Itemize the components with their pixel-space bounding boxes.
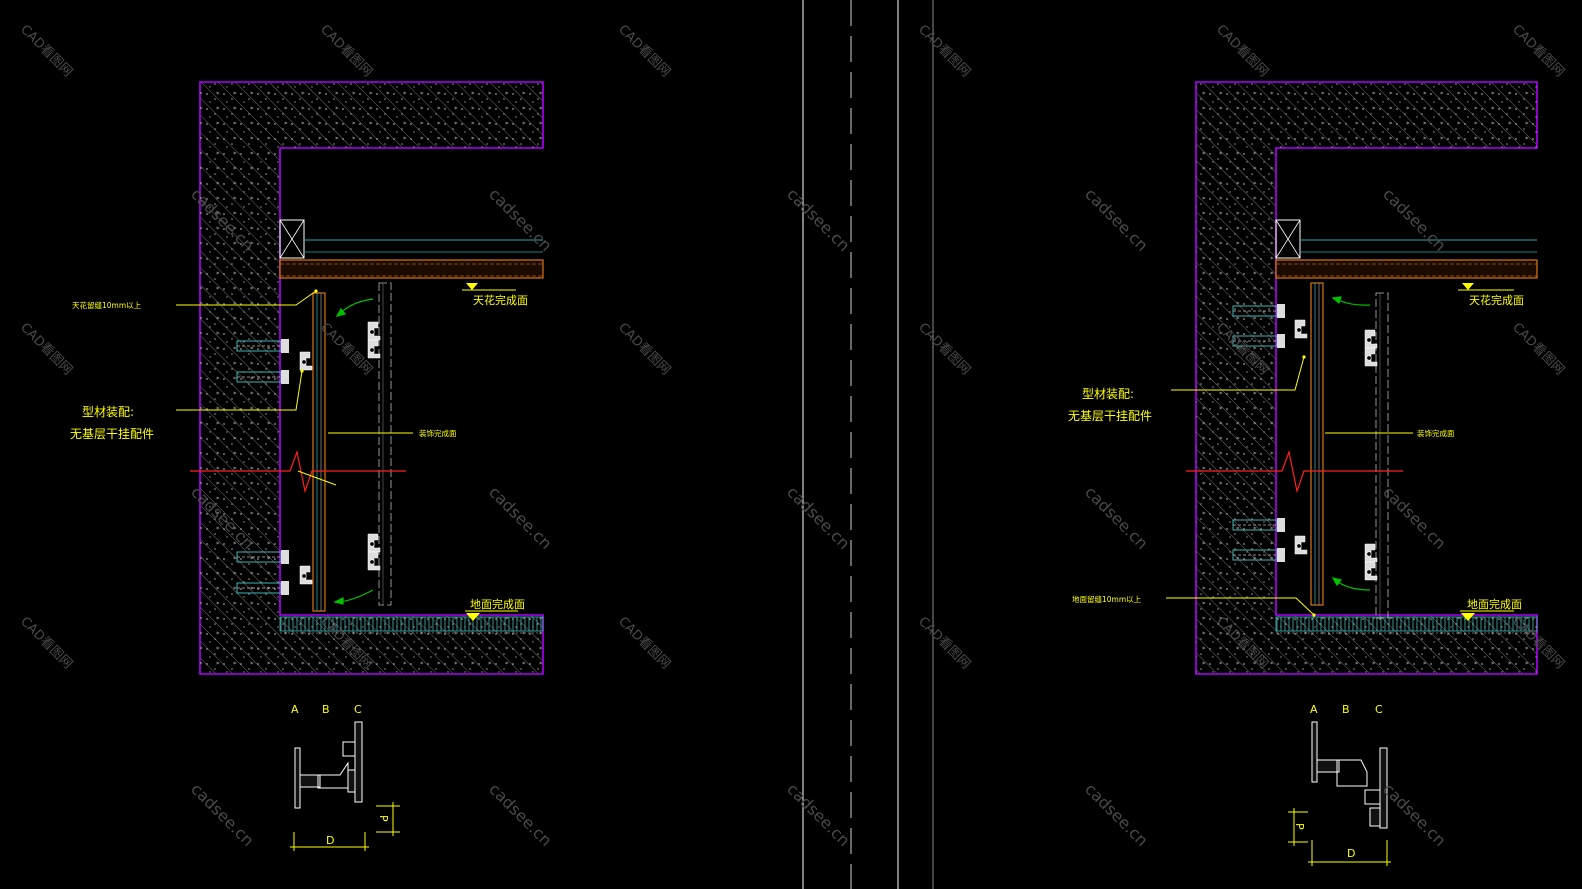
- watermark-cn: CAD看图网: [317, 320, 376, 379]
- watermark-cn: CAD看图网: [615, 614, 674, 673]
- watermark-en: cadsee.cn: [485, 184, 556, 255]
- right-floor-level: 地面完成面: [1460, 597, 1522, 621]
- left-floor-level: 地面完成面: [465, 597, 525, 621]
- dim-p-label: P: [377, 815, 390, 822]
- watermark-en: cadsee.cn: [485, 482, 556, 553]
- watermark-en: cadsee.cn: [187, 779, 258, 850]
- watermark-en: cadsee.cn: [1081, 482, 1152, 553]
- left-ceiling-board: [279, 259, 544, 279]
- right-break-line: [1186, 449, 1403, 494]
- profile-letter-c: C: [1375, 703, 1383, 716]
- right-move-arrows: [1331, 296, 1371, 591]
- dim-d-label: D: [326, 834, 334, 847]
- right-ceiling-joist: [1275, 219, 1537, 259]
- left-assembly-label-1: 型材装配:: [82, 405, 134, 419]
- right-ceiling-level: 天花完成面: [1458, 283, 1524, 307]
- watermark-cn: CAD看图网: [915, 614, 974, 673]
- watermark-en: cadsee.cn: [1379, 779, 1450, 850]
- right-assembly-label-2: 无基层干挂配件: [1068, 409, 1152, 423]
- watermark-cn: CAD看图网: [17, 22, 76, 81]
- right-finish-face-label: 装饰完成面: [1417, 428, 1455, 438]
- left-assembly-label-2: 无基层干挂配件: [70, 427, 154, 441]
- left-profile-detail: A B C D P: [290, 703, 400, 851]
- watermark-en: cadsee.cn: [783, 482, 854, 553]
- watermark-cn: CAD看图网: [317, 22, 376, 81]
- profile-letter-c: C: [354, 703, 362, 716]
- svg-text:天花完成面: 天花完成面: [1469, 293, 1524, 307]
- right-panel-detached: [1364, 292, 1389, 619]
- watermark-en: cadsee.cn: [485, 779, 556, 850]
- watermark-en: cadsee.cn: [1379, 184, 1450, 255]
- watermark-cn: CAD看图网: [17, 320, 76, 379]
- profile-letter-b: B: [1342, 703, 1350, 716]
- sheet-divider: [802, 0, 934, 889]
- watermark-cn: CAD看图网: [1509, 320, 1568, 379]
- right-assembly-label-1: 型材装配:: [1082, 387, 1134, 401]
- left-section-detail: 天花留缝10mm以上 型材装配: 无基层干挂配件 装饰完成面 天花完成面 地面完…: [70, 81, 544, 851]
- left-panel-detached: [367, 282, 392, 606]
- right-ceiling-board: [1275, 259, 1538, 279]
- right-profile-detail: A B C D P: [1288, 703, 1391, 866]
- left-ceiling-joist: [279, 219, 543, 259]
- watermark-cn: CAD看图网: [1509, 22, 1568, 81]
- right-floor-layer: [1275, 616, 1538, 632]
- left-finish-face-label: 装饰完成面: [419, 428, 457, 438]
- left-floor-layer: [279, 616, 544, 632]
- watermark-cn: CAD看图网: [17, 614, 76, 673]
- svg-text:地面完成面: 地面完成面: [470, 597, 525, 611]
- watermark-cn: CAD看图网: [915, 320, 974, 379]
- right-wall-panel: [1310, 282, 1324, 606]
- watermark-cn: CAD看图网: [615, 320, 674, 379]
- watermark-en: cadsee.cn: [1081, 184, 1152, 255]
- watermark-cn: CAD看图网: [1213, 22, 1272, 81]
- left-wall-panel: [312, 292, 326, 612]
- watermark-cn: CAD看图网: [615, 22, 674, 81]
- watermark-en: cadsee.cn: [1081, 779, 1152, 850]
- watermark-en: cadsee.cn: [783, 779, 854, 850]
- svg-text:天花完成面: 天花完成面: [473, 293, 528, 307]
- svg-text:地面完成面: 地面完成面: [1467, 597, 1522, 611]
- profile-letter-a: A: [1310, 703, 1318, 716]
- left-break-line: [190, 449, 406, 494]
- profile-letter-b: B: [322, 703, 330, 716]
- left-ceiling-level: 天花完成面: [462, 283, 528, 307]
- watermark-cn: CAD看图网: [915, 22, 974, 81]
- profile-letter-a: A: [291, 703, 299, 716]
- left-top-gap-note: 天花留缝10mm以上: [72, 300, 142, 310]
- dim-p-label: P: [1293, 823, 1306, 830]
- watermark-en: cadsee.cn: [1379, 482, 1450, 553]
- watermark-en: cadsee.cn: [783, 184, 854, 255]
- dim-d-label: D: [1347, 847, 1355, 860]
- right-section-detail: 型材装配: 无基层干挂配件 地面留缝10mm以上 装饰完成面 天花完成面 地面完…: [1068, 81, 1538, 866]
- right-bottom-gap-note: 地面留缝10mm以上: [1072, 594, 1142, 604]
- left-move-arrows: [333, 298, 374, 605]
